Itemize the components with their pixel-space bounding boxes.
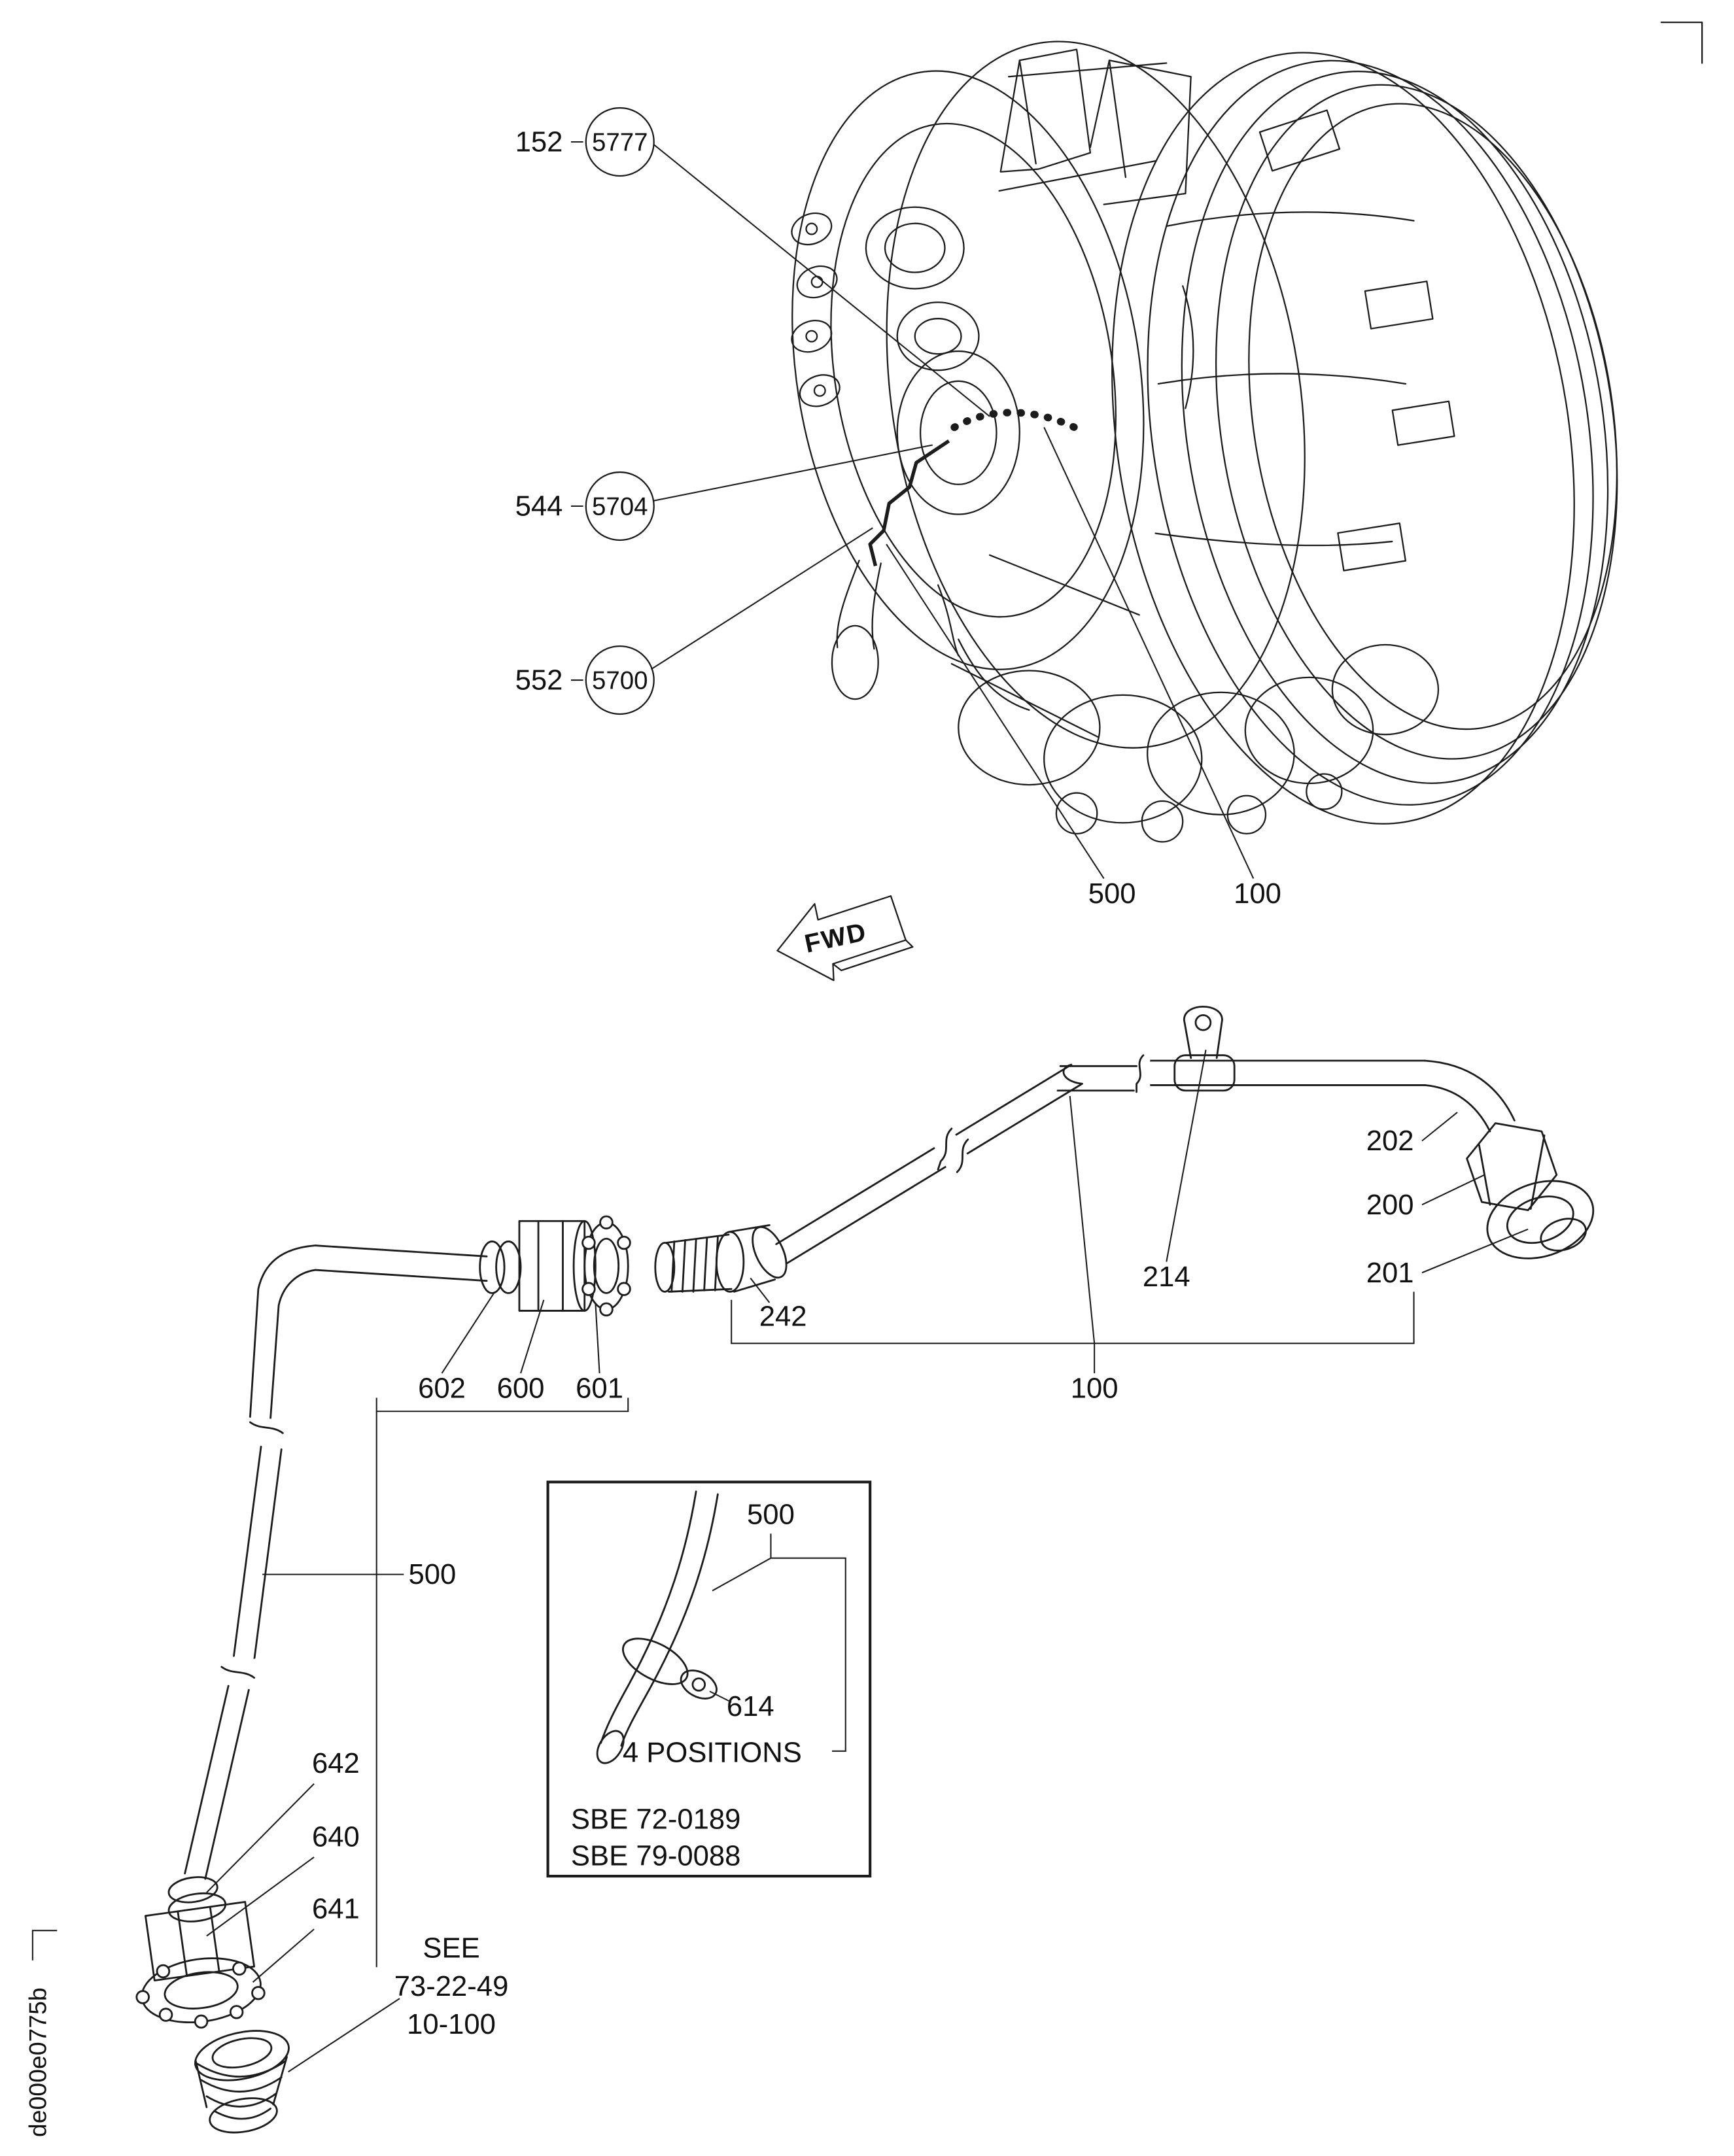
inset-positions-note: 4 POSITIONS [623, 1736, 802, 1768]
callout-circle-5777 [585, 107, 655, 177]
fwd-arrow: FWD [776, 895, 914, 982]
inset-detail-box: 500 614 4 POSITIONS SBE 72-0189 SBE 79-0… [546, 1480, 872, 1878]
assembly-labels: 202 200 201 214 242 602 600 601 100 500 … [206, 1050, 1529, 2073]
leader-214 [1166, 1050, 1207, 1262]
label-642: 642 [312, 1747, 360, 1779]
leader-242 [750, 1277, 771, 1303]
label-602: 602 [418, 1372, 466, 1404]
fwd-label: FWD [802, 917, 869, 959]
inset-label-500: 500 [747, 1499, 795, 1531]
leader-200 [1421, 1174, 1485, 1206]
leader-601 [595, 1302, 600, 1374]
leader-engine-500 [886, 543, 1105, 880]
leader-642 [206, 1783, 315, 1893]
engine-label-500: 500 [1088, 878, 1136, 910]
see-note-line3: 10-100 [407, 2008, 496, 2040]
figure-code-text: de000e0775b [24, 1987, 52, 2137]
item-544-label: 544 [515, 490, 563, 522]
label-641: 641 [312, 1892, 360, 1925]
inset-tube-drawing [596, 1490, 719, 1764]
leader-201 [1421, 1228, 1529, 1274]
tube-500-routing [868, 439, 950, 567]
callout-circle-5704 [585, 471, 655, 541]
tube-assembly-detail [135, 1006, 1595, 2134]
bracket-nut-group [375, 1397, 629, 1412]
label-640: 640 [312, 1821, 360, 1853]
item-552-label: 552 [515, 664, 563, 696]
leader-100-to-tube [1069, 1095, 1096, 1344]
leader-engine-100 [1043, 427, 1255, 879]
leader-see-note [288, 1998, 400, 2073]
label-201: 201 [1366, 1257, 1414, 1289]
inset-sbe-ref-1: SBE 72-0189 [571, 1803, 741, 1835]
see-note-line2: 73-22-49 [394, 1970, 509, 2002]
inset-614-leader [709, 1690, 732, 1703]
callout-circle-5700 [585, 645, 655, 715]
leader-202 [1421, 1112, 1458, 1142]
tube-100-dotted-routing [950, 409, 1089, 437]
see-note-line1: SEE [423, 1932, 479, 1964]
label-500: 500 [409, 1558, 457, 1590]
ref-5700-label: 5700 [592, 667, 648, 695]
engine-illustration [791, 41, 1618, 843]
figure-code-block: de000e0775b [24, 1930, 58, 2137]
engine-callouts: 152 5777 544 5704 552 5700 500 100 [515, 107, 1281, 910]
bracket-100 [731, 1292, 1415, 1344]
label-202: 202 [1366, 1125, 1414, 1157]
label-200: 200 [1366, 1189, 1414, 1221]
inset-label-614: 614 [727, 1690, 774, 1722]
inset-sbe-ref-2: SBE 79-0088 [571, 1839, 741, 1872]
label-242: 242 [759, 1300, 807, 1332]
label-601: 601 [576, 1372, 623, 1404]
leader-5704 [653, 444, 933, 502]
inset-bracket [771, 1557, 846, 1752]
leader-641 [252, 1928, 315, 1983]
page-corner-mark [1660, 21, 1703, 64]
label-600: 600 [497, 1372, 545, 1404]
item-152-label: 152 [515, 126, 563, 158]
leader-602 [441, 1291, 496, 1374]
leader-600 [520, 1299, 545, 1374]
figure-code-corner-mark [31, 1930, 58, 1960]
ref-5777-label: 5777 [592, 129, 648, 157]
engine-label-100: 100 [1234, 878, 1281, 910]
inset-border [546, 1480, 872, 1878]
label-214: 214 [1143, 1261, 1190, 1293]
inset-500-leader [712, 1557, 771, 1592]
label-100: 100 [1071, 1372, 1118, 1404]
leader-5777 [653, 144, 990, 417]
leader-640 [206, 1857, 315, 1937]
leader-5700 [650, 527, 873, 670]
ref-5704-label: 5704 [592, 493, 648, 521]
